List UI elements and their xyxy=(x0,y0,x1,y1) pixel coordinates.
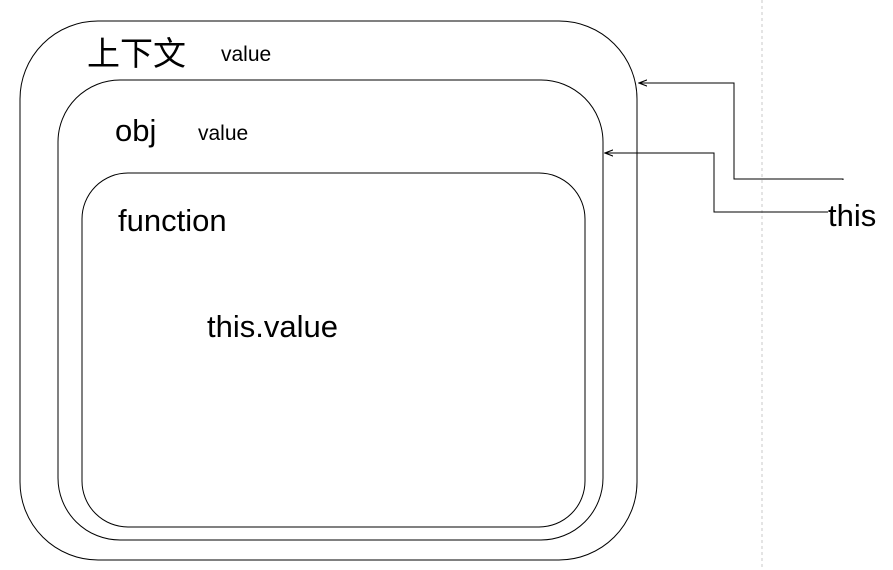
obj-value: value xyxy=(198,122,248,145)
context-title: 上下文 xyxy=(87,35,186,72)
obj-title: obj xyxy=(115,113,156,148)
this-label: this xyxy=(828,198,876,233)
obj-box xyxy=(57,79,604,541)
function-box xyxy=(81,172,586,528)
context-box xyxy=(19,20,638,561)
this-to-context-arrow xyxy=(639,83,844,180)
this-value-expression: this.value xyxy=(207,309,338,344)
function-title: function xyxy=(118,203,227,238)
context-value: value xyxy=(221,43,271,66)
this-to-obj-arrow xyxy=(605,153,828,213)
